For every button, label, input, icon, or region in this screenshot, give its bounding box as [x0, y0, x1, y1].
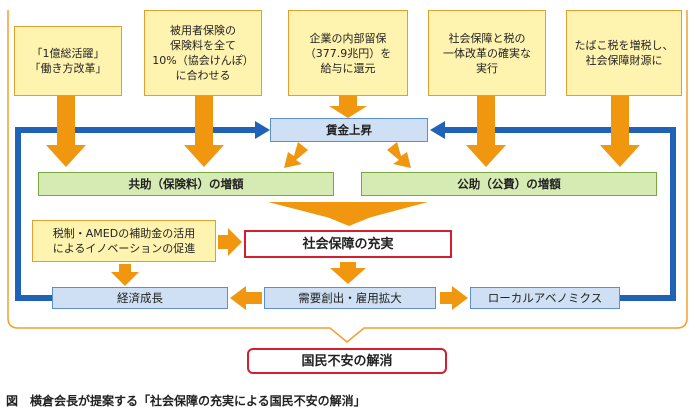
input-arrow-4: [466, 96, 506, 167]
blue-arrowhead-right: [430, 121, 445, 139]
innovation-down-arrow: [111, 264, 139, 286]
economic-growth-box: 経済成長: [52, 287, 228, 309]
blue-arrowhead-left: [255, 121, 270, 139]
resolution-box: 国民不安の解消: [247, 348, 447, 374]
mutual-aid-box: 共助（保険料）の増額: [38, 172, 334, 196]
input-box-4: 社会保障と税の 一体改革の確実な 実行: [428, 10, 546, 96]
demand-right-arrow: [440, 286, 468, 310]
wage-arrow-left: [284, 142, 308, 168]
wage-arrow-right: [387, 142, 411, 168]
funnel-arrow-head: [300, 206, 398, 226]
innovation-arrow: [218, 228, 242, 256]
local-abenomics-box: ローカルアベノミクス: [470, 287, 620, 309]
input-arrows: [46, 96, 640, 167]
innovation-box: 税制・AMEDの補助金の活用 によるイノベーションの促進: [32, 220, 216, 262]
social-security-box: 社会保障の充実: [244, 230, 452, 258]
input-arrow-2: [184, 96, 224, 167]
wage-rise-box: 賃金上昇: [270, 118, 428, 142]
input-box-3: 企業の内部留保 （377.9兆円）を 給与に還元: [288, 10, 408, 96]
input-arrow-1: [46, 96, 86, 167]
input-arrow-5: [600, 96, 640, 167]
security-down-arrow: [330, 262, 366, 284]
blue-loop-right: [445, 127, 676, 301]
demand-box: 需要創出・雇用拡大: [264, 287, 436, 309]
figure-caption: 図 横倉会長が提案する「社会保障の充実による国民不安の解消」: [6, 394, 366, 408]
input-box-5: たばこ税を増税し、 社会保障財源に: [566, 10, 682, 96]
wage-split-arrows: [284, 142, 411, 168]
public-aid-box: 公助（公費）の増額: [361, 172, 657, 196]
input-box-2: 被用者保険の 保険料を全て 10%（協会けんぽ） に合わせる: [144, 10, 262, 96]
input-arrow-3: [329, 96, 367, 118]
blue-loop-left: [15, 127, 255, 301]
demand-left-arrow: [230, 286, 262, 310]
input-box-1: 「1億総活躍」 「働き方改革」: [14, 26, 122, 96]
outer-bracket: [7, 10, 688, 343]
